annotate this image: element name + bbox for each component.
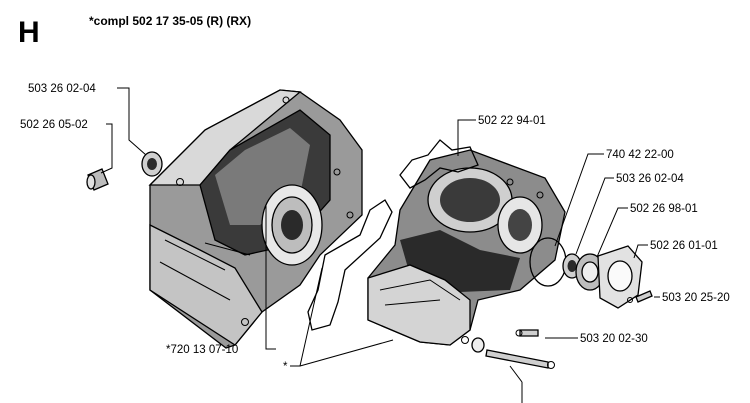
cover-plate	[597, 245, 643, 309]
section-letter: H	[18, 16, 40, 49]
screw-middle	[515, 329, 539, 337]
oil-seal-left	[141, 151, 163, 177]
callout-label: 503 20 02-30	[580, 333, 648, 345]
plug-part	[86, 168, 109, 191]
callout-label: 502 22 94-01	[478, 115, 546, 127]
callout-label: 503 20 25-20	[662, 292, 730, 304]
cylinder-gasket	[399, 139, 479, 189]
bearing-housing	[575, 253, 605, 291]
gasket-left	[307, 199, 393, 331]
callout-label: 502 26 98-01	[630, 203, 698, 215]
screw-right	[635, 290, 653, 303]
callout-label: *	[283, 361, 288, 373]
assembly-note: *compl 502 17 35-05 (R) (RX)	[89, 14, 251, 28]
right-crankcase-half	[367, 149, 566, 346]
callout-label: *720 13 07-10	[166, 344, 238, 356]
callout-label: 503 26 02-04	[28, 83, 96, 95]
leader-lines	[100, 87, 660, 403]
washer-bottom	[471, 337, 485, 353]
callout-label: 503 26 02-04	[616, 173, 684, 185]
callout-label: 740 42 22-00	[606, 149, 674, 161]
callout-label: 502 26 01-01	[650, 240, 718, 252]
callout-label: 502 26 05-02	[20, 119, 88, 131]
left-crankcase-half	[148, 89, 363, 349]
long-bolt	[485, 349, 555, 369]
